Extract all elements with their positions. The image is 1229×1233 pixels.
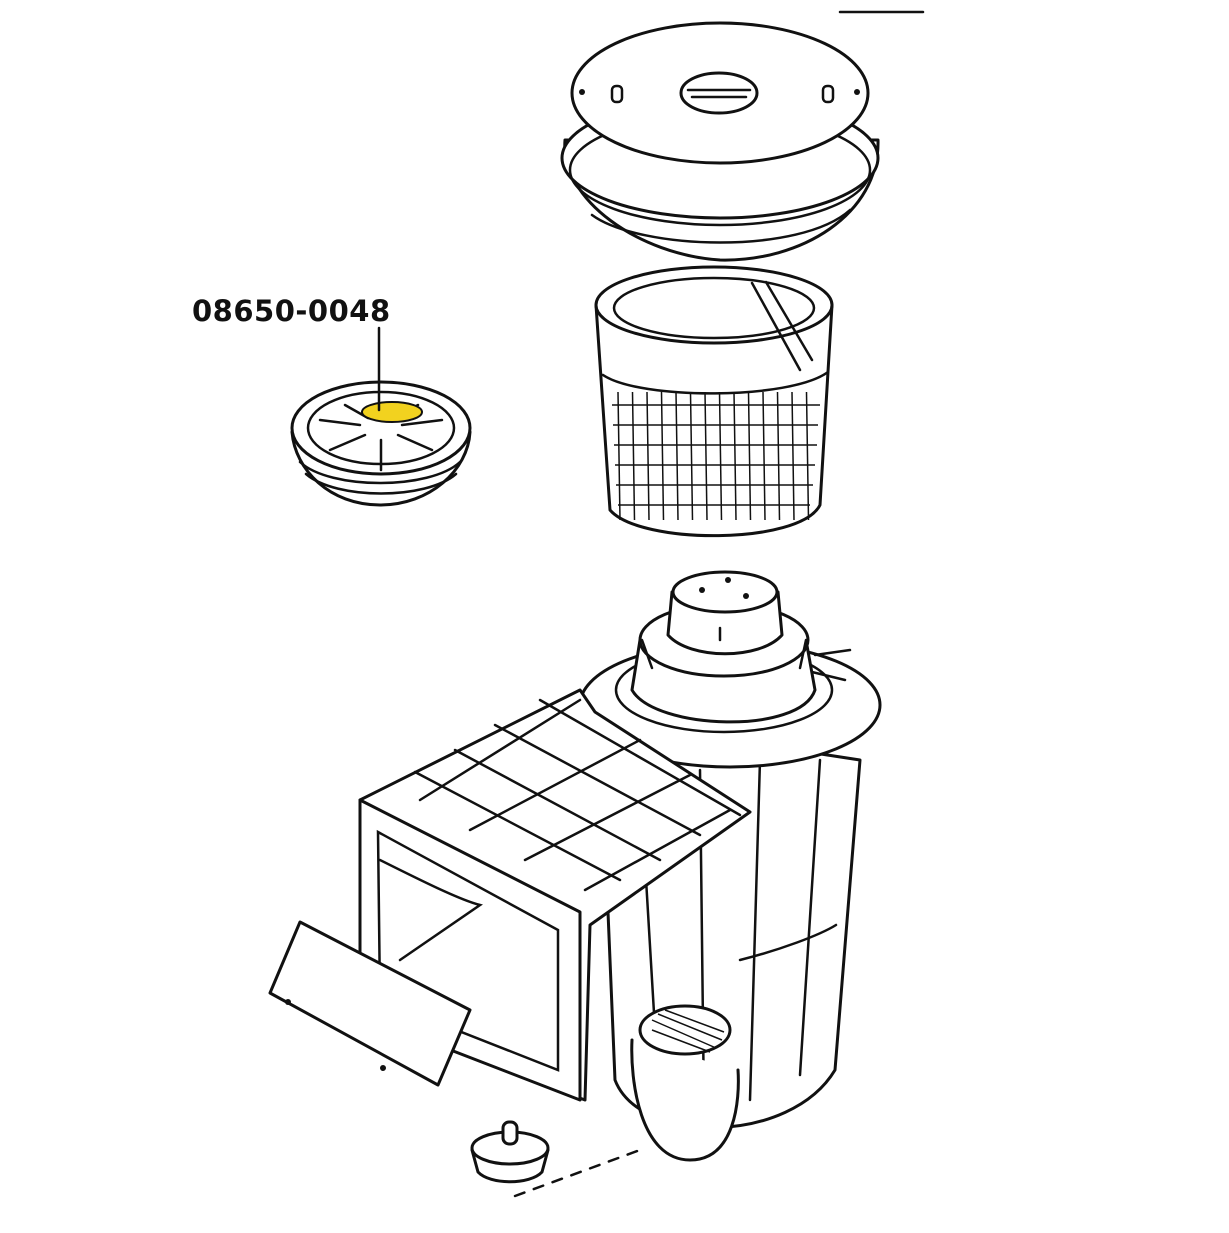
skimmer-body	[268, 570, 882, 1198]
skimmer-lid	[560, 21, 880, 262]
part-number-label: 08650-0048	[192, 294, 391, 328]
skimmer-basket	[594, 265, 834, 538]
skimmer-plate-part	[290, 326, 472, 507]
part-highlight	[361, 401, 423, 423]
